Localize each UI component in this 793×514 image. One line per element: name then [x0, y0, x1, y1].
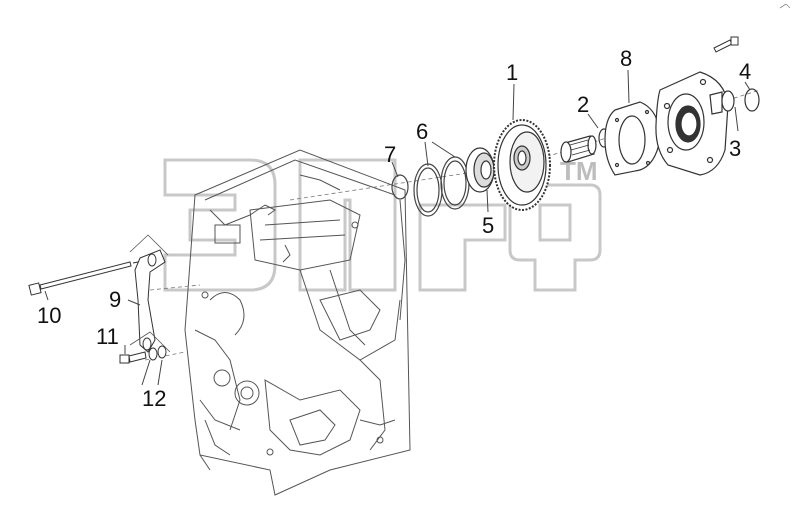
callout-9: 9	[109, 287, 121, 312]
part-3-cover	[655, 71, 735, 176]
leader-8	[627, 69, 630, 104]
gearbox-housing	[184, 149, 411, 496]
callout-1: 1	[506, 60, 518, 85]
callout-12: 12	[142, 386, 166, 411]
callout-8: 8	[620, 46, 632, 71]
part-5-bearing	[465, 147, 495, 193]
corner-mark	[779, 3, 791, 9]
bracket-outline	[129, 234, 171, 353]
leader-3	[734, 106, 739, 132]
callout-7: 7	[384, 142, 396, 167]
part-6-rings	[413, 156, 470, 217]
part-9-bracket	[134, 249, 166, 353]
leader-4	[744, 81, 751, 91]
callout-2: 2	[577, 92, 589, 117]
leader-10	[44, 290, 49, 301]
leader-12	[141, 359, 163, 386]
leader-5	[486, 189, 489, 213]
part-1-gear	[493, 119, 551, 211]
assembly-axis-lines	[144, 89, 761, 361]
callout-11: 11	[96, 324, 119, 349]
callout-10: 10	[37, 303, 61, 328]
part-11-bolt	[119, 351, 147, 364]
part-8-gasket	[604, 101, 661, 176]
leader-9	[127, 299, 141, 306]
callout-4: 4	[739, 59, 751, 84]
leader-1	[512, 83, 515, 121]
part-12-washers	[148, 345, 167, 361]
callout-3: 3	[729, 136, 741, 161]
leader-7	[391, 161, 399, 178]
callout-6: 6	[416, 119, 428, 144]
part-2-shaft	[560, 128, 610, 163]
part-4-seal	[744, 88, 760, 112]
bolt-top	[713, 36, 739, 53]
part-10-bolt	[28, 261, 139, 296]
leader-6	[424, 141, 456, 167]
callout-5: 5	[482, 213, 494, 238]
part-7-oring	[391, 174, 409, 200]
leader-2	[587, 113, 599, 129]
